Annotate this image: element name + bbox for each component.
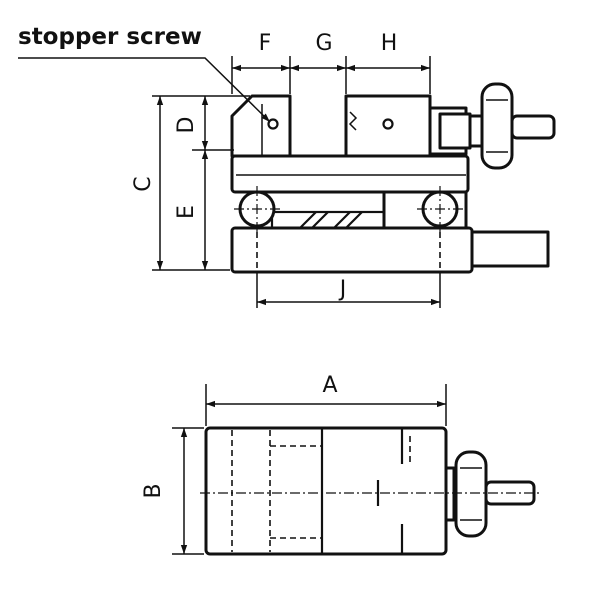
handle-shaft-side [510,114,556,140]
stopper-screw-label: stopper screw [18,24,202,50]
dim-label-e: E [174,205,199,219]
movable-jaw [344,94,432,158]
side-view-dimensions: F G H C D E J stopper screw [18,24,441,308]
dim-label-a: A [322,373,337,398]
movable-jaw-hole [382,118,394,130]
stopper-screw-hole [267,118,279,130]
top-view-dimensions: A B [141,373,447,555]
dim-label-h: H [381,31,398,56]
base-block [230,226,474,274]
stopper-screw-leader [18,57,271,123]
dim-label-d: D [174,117,199,134]
vise-table [230,154,470,194]
side-view [230,82,556,274]
dim-label-f: F [259,31,272,56]
screw-collar [438,112,472,150]
dim-label-c: C [131,176,156,191]
top-view [200,426,540,556]
vise-body-top [204,426,448,556]
slide-section [270,210,386,230]
screw-shaft-side [468,114,484,148]
fixed-jaw [230,94,292,158]
handwheel-side [480,82,514,170]
dim-label-b: B [141,483,166,498]
handwheel-top [454,450,488,538]
dim-label-g: G [315,31,332,56]
dim-label-j: J [338,277,347,302]
